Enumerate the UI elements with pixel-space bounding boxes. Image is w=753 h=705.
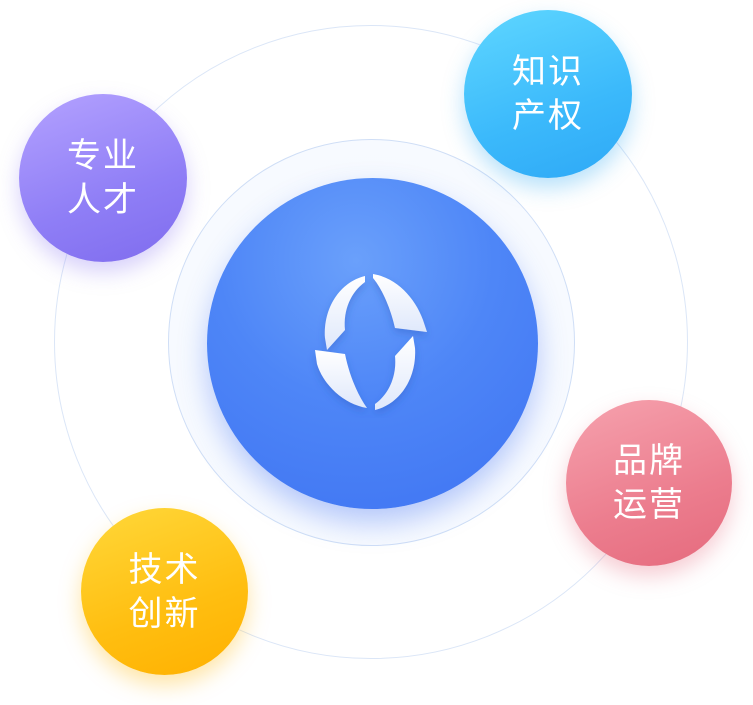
- node-label-line1: 品牌: [613, 441, 685, 481]
- node-label-line1: 专业: [67, 136, 139, 176]
- node-technology-innovation: 技术 创新: [81, 508, 248, 675]
- outer-orbit-ring: [54, 25, 688, 659]
- node-label-line2: 创新: [128, 593, 201, 634]
- node-brand-operation: 品牌 运营: [566, 400, 732, 566]
- node-professional-talent: 专业 人才: [19, 94, 187, 262]
- node-intellectual-property: 知识 产权: [464, 10, 632, 178]
- node-label-line2: 人才: [67, 180, 139, 220]
- node-label-line2: 运营: [613, 485, 685, 525]
- node-label-line2: 产权: [512, 96, 584, 136]
- node-label-line1: 技术: [128, 549, 201, 590]
- center-core-circle: [207, 178, 538, 509]
- rotating-arrows-logo-icon: [315, 274, 427, 410]
- node-label-line1: 知识: [512, 52, 584, 92]
